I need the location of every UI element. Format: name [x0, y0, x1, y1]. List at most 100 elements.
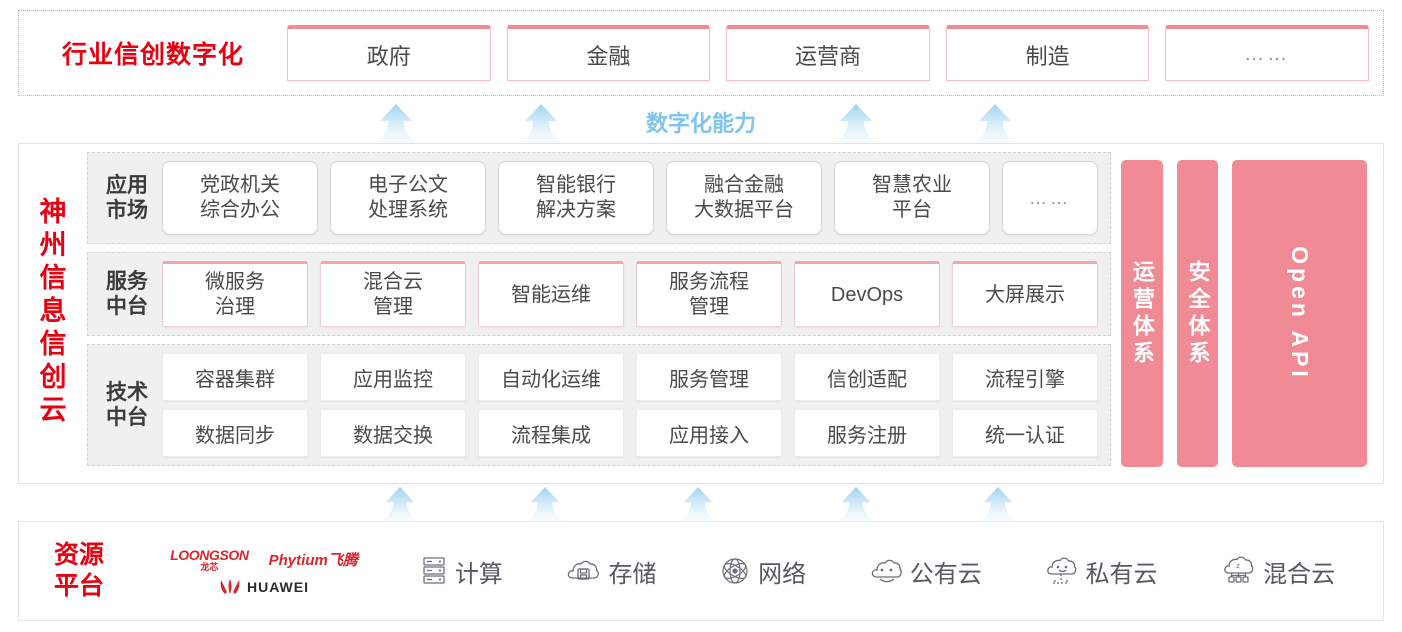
svc-card-service-process-management[interactable]: 服务流程管理	[636, 261, 782, 327]
huawei-logo-text: HUAWEI	[247, 578, 309, 595]
resource-arrow-band	[0, 483, 1402, 521]
resource-item-storage[interactable]: 存储	[566, 554, 656, 589]
up-arrow-icon	[978, 487, 1018, 521]
layer-application-market: 应用市场 党政机关综合办公 电子公文处理系统 智能银行解决方案 融合金融大数据平…	[87, 152, 1111, 244]
resource-item-public-cloud[interactable]: 公有云	[870, 554, 982, 589]
svc-card-microservice-governance[interactable]: 微服务治理	[162, 261, 308, 327]
tech-card-service-registry[interactable]: 服务注册	[794, 409, 940, 457]
technical-platform-cards: 容器集群 应用监控 自动化运维 服务管理 信创适配 流程引擎 数据同步 数据交换…	[158, 345, 1102, 465]
layer-technical-middle-platform: 技术中台 容器集群 应用监控 自动化运维 服务管理 信创适配 流程引擎 数据同步…	[87, 344, 1111, 466]
app-card-smart-bank-solution[interactable]: 智能银行解决方案	[498, 161, 654, 235]
loongson-logo: LOONGSON 龙芯	[170, 546, 249, 572]
public-cloud-icon	[870, 557, 902, 585]
resource-item-label: 公有云	[909, 560, 982, 588]
vendor-logo-row: HUAWEI	[219, 578, 309, 595]
tech-card-service-management[interactable]: 服务管理	[636, 353, 782, 401]
svg-text:z: z	[1236, 563, 1240, 570]
cloud-pillar-list: 运营体系 安全体系 Open API	[1121, 152, 1373, 475]
cloud-storage-icon	[566, 557, 600, 585]
svc-card-hybrid-cloud-management[interactable]: 混合云管理	[320, 261, 466, 327]
app-card-e-document-system[interactable]: 电子公文处理系统	[330, 161, 486, 235]
app-card-party-gov-office[interactable]: 党政机关综合办公	[162, 161, 318, 235]
phytium-logo: Phytium飞腾	[268, 552, 358, 569]
cloud-brand-char: 神	[39, 197, 67, 228]
industry-card-manufacturing[interactable]: 制造	[945, 25, 1150, 81]
svc-card-intelligent-ops[interactable]: 智能运维	[478, 261, 624, 327]
industry-card-list: 政府 金融 运营商 制造 ……	[287, 25, 1383, 81]
vendor-logo-list: LOONGSON 龙芯 Phytium飞腾 HUAWEI	[139, 548, 389, 595]
cloud-brand-char: 创	[39, 361, 67, 392]
cloud-body: 应用市场 党政机关综合办公 电子公文处理系统 智能银行解决方案 融合金融大数据平…	[87, 144, 1383, 483]
tech-card-process-engine[interactable]: 流程引擎	[952, 353, 1098, 401]
loongson-logo-cn: 龙芯	[200, 561, 219, 572]
pillar-security-label: 安全体系	[1185, 259, 1211, 368]
industry-card-government[interactable]: 政府	[287, 25, 491, 81]
pillar-open-api-label: Open API	[1287, 246, 1314, 381]
cloud-brand-char: 州	[39, 230, 67, 261]
vendor-logo-row: LOONGSON 龙芯 Phytium飞腾	[170, 548, 358, 572]
resource-item-private-cloud[interactable]: 私有云	[1045, 554, 1157, 589]
app-card-fintech-bigdata-platform[interactable]: 融合金融大数据平台	[666, 161, 822, 235]
cloud-brand-char: 云	[39, 394, 67, 425]
layer-service-middle-platform: 服务中台 微服务治理 混合云管理 智能运维 服务流程管理 DevOps 大屏展示	[87, 252, 1111, 336]
svc-card-devops[interactable]: DevOps	[794, 261, 940, 327]
private-cloud-icon	[1045, 556, 1077, 586]
industry-card-operator[interactable]: 运营商	[726, 25, 930, 81]
up-arrow-icon	[678, 487, 718, 521]
up-arrow-icon	[374, 104, 418, 142]
pillar-open-api[interactable]: Open API	[1232, 160, 1368, 467]
tech-card-automated-ops[interactable]: 自动化运维	[478, 353, 624, 401]
up-arrow-icon	[519, 104, 563, 142]
cloud-brand-char: 信	[39, 263, 67, 294]
tech-card-data-exchange[interactable]: 数据交换	[320, 409, 466, 457]
loongson-logo-en: LOONGSON	[170, 546, 249, 563]
app-card-more[interactable]: ……	[1002, 161, 1098, 235]
resource-item-network[interactable]: 网络	[720, 554, 806, 589]
pillar-operations-label: 运营体系	[1129, 259, 1155, 368]
tech-card-app-access[interactable]: 应用接入	[636, 409, 782, 457]
tech-card-container-cluster[interactable]: 容器集群	[162, 353, 308, 401]
industry-card-finance[interactable]: 金融	[506, 25, 711, 81]
tech-card-data-sync[interactable]: 数据同步	[162, 409, 308, 457]
svc-card-large-screen-display[interactable]: 大屏展示	[952, 261, 1098, 327]
tech-card-app-monitoring[interactable]: 应用监控	[320, 353, 466, 401]
up-arrow-icon	[973, 104, 1017, 142]
cloud-brand-char: 息	[39, 296, 67, 327]
hybrid-cloud-icon: z	[1221, 556, 1255, 586]
cloud-layer-list: 应用市场 党政机关综合办公 电子公文处理系统 智能银行解决方案 融合金融大数据平…	[87, 152, 1111, 475]
app-card-smart-agriculture-platform[interactable]: 智慧农业平台	[834, 161, 990, 235]
resource-platform-panel: 资源平台 LOONGSON 龙芯 Phytium飞腾	[18, 521, 1384, 621]
layer-label-technical-middle-platform: 技术中台	[106, 380, 148, 429]
cloud-brand-title: 神 州 信 息 信 创 云	[19, 144, 87, 483]
tech-card-unified-auth[interactable]: 统一认证	[952, 409, 1098, 457]
resource-item-label: 计算	[454, 560, 503, 588]
capability-arrow-band: 数字化能力	[0, 100, 1402, 142]
resource-item-hybrid-cloud[interactable]: z 混合云	[1221, 554, 1335, 589]
cloud-platform-panel: 神 州 信 息 信 创 云 应用市场 党政机关综合办公 电子公文处理系统 智能银…	[18, 143, 1384, 484]
huawei-flower-icon	[220, 578, 240, 594]
industry-card-more[interactable]: ……	[1165, 25, 1369, 81]
industry-title: 行业信创数字化	[61, 41, 244, 69]
application-market-cards: 党政机关综合办公 电子公文处理系统 智能银行解决方案 融合金融大数据平台 智慧农…	[158, 153, 1102, 243]
layer-label-service-middle-platform: 服务中台	[106, 269, 148, 318]
pillar-security-system[interactable]: 安全体系	[1176, 160, 1219, 467]
resource-item-label: 私有云	[1085, 560, 1158, 588]
cloud-brand-char: 信	[39, 328, 67, 359]
resource-item-compute[interactable]: 计算	[421, 554, 503, 589]
pillar-operations-system[interactable]: 运营体系	[1121, 160, 1163, 467]
server-icon	[421, 556, 447, 586]
up-arrow-icon	[836, 487, 876, 521]
tech-card-process-integration[interactable]: 流程集成	[478, 409, 624, 457]
network-icon	[720, 556, 750, 586]
resource-item-list: 计算 存储	[389, 554, 1383, 589]
service-platform-cards: 微服务治理 混合云管理 智能运维 服务流程管理 DevOps 大屏展示	[158, 253, 1102, 335]
up-arrow-icon	[525, 487, 565, 521]
up-arrow-icon	[834, 104, 878, 142]
tech-card-xinchuang-adaptation[interactable]: 信创适配	[794, 353, 940, 401]
huawei-logo: HUAWEI	[219, 578, 309, 595]
resource-item-label: 存储	[608, 560, 657, 588]
capability-label: 数字化能力	[645, 111, 756, 136]
resource-item-label: 网络	[758, 560, 807, 588]
resource-item-label: 混合云	[1263, 560, 1336, 588]
up-arrow-icon	[380, 487, 420, 521]
